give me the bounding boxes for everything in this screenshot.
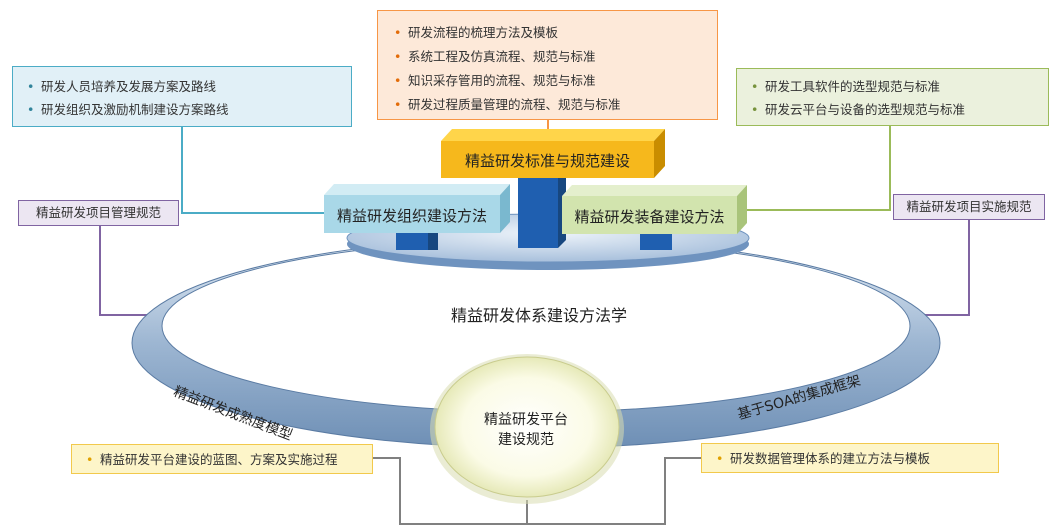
list-item: 研发过程质量管理的流程、规范与标准 — [394, 93, 717, 117]
equipment-standards-box: 研发工具软件的选型规范与标准 研发云平台与设备的选型规范与标准 — [736, 68, 1049, 126]
process-standards-box: 研发流程的梳理方法及模板 系统工程及仿真流程、规范与标准 知识采存管用的流程、规… — [377, 10, 718, 120]
hub-label-line1: 精益研发平台 — [484, 412, 568, 428]
equipment-block — [562, 185, 747, 234]
equipment-block-label: 精益研发装备建设方法 — [574, 208, 725, 226]
standards-block-label: 精益研发标准与规范建设 — [464, 152, 630, 170]
list-item: 知识采存管用的流程、规范与标准 — [394, 69, 717, 93]
list-item: 研发人员培养及发展方案及路线 — [27, 75, 351, 98]
list-item: 系统工程及仿真流程、规范与标准 — [394, 45, 717, 69]
hub-label-line2: 建设规范 — [498, 432, 554, 448]
project-management-tag: 精益研发项目管理规范 — [18, 200, 179, 226]
list-item: 研发云平台与设备的选型规范与标准 — [751, 98, 1048, 121]
organization-block-label: 精益研发组织建设方法 — [336, 207, 487, 225]
organization-plans-box: 研发人员培养及发展方案及路线 研发组织及激励机制建设方案路线 — [12, 66, 352, 127]
platform-hub — [430, 354, 624, 504]
hub-label: 精益研发平台 建设规范 — [466, 410, 586, 450]
list-item: 研发工具软件的选型规范与标准 — [751, 75, 1048, 98]
list-item: 研发组织及激励机制建设方案路线 — [27, 98, 351, 121]
list-item: 研发流程的梳理方法及模板 — [394, 21, 717, 45]
methodology-title: 精益研发体系建设方法学 — [451, 306, 628, 325]
project-implementation-tag: 精益研发项目实施规范 — [893, 194, 1045, 220]
organization-block — [324, 184, 510, 233]
platform-blueprint-box: 精益研发平台建设的蓝图、方案及实施过程 — [71, 444, 373, 474]
standards-block — [441, 129, 665, 178]
list-item: 精益研发平台建设的蓝图、方案及实施过程 — [86, 452, 372, 468]
data-management-box: 研发数据管理体系的建立方法与模板 — [701, 443, 999, 473]
list-item: 研发数据管理体系的建立方法与模板 — [716, 451, 998, 467]
